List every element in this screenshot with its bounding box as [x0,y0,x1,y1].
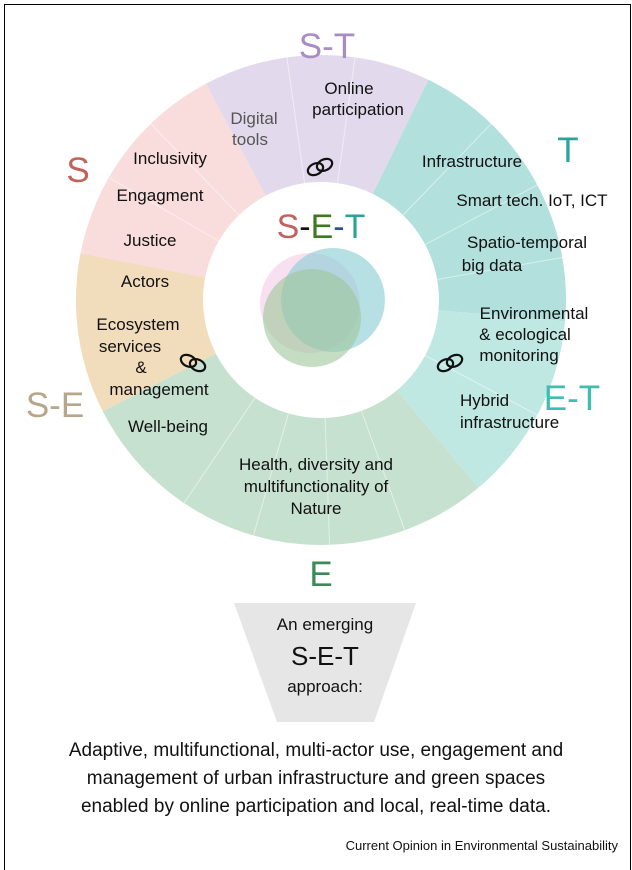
link-icon [179,353,207,373]
item-smart-tech: Smart tech. IoT, ICT [456,191,607,210]
item-spatio-temporal-line1: Spatio-temporal [467,233,587,252]
sector-label-socio-tech: S-T [299,27,355,66]
summary-line: management of urban infrastructure and g… [86,768,546,789]
item-hybrid-line2: infrastructure [460,413,559,432]
sector-divider-line [286,57,306,184]
item-ecosystem-line3: & [135,358,147,377]
funnel-line2: S-E-T [291,641,359,671]
sector-divider-line [402,123,492,216]
sector-divider-line [108,177,220,242]
sector-social [80,83,266,278]
item-digital-tools-line2: tools [232,130,268,149]
item-online-participation-line2: participation [312,100,404,119]
journal-credit: Current Opinion in Environmental Sustain… [345,838,618,853]
center-title-t: T [345,208,366,246]
item-nature-line3: Nature [290,499,341,518]
item-spatio-temporal-line2: big data [462,256,523,275]
item-environmental-line3: monitoring [479,346,558,365]
sector-eco [102,353,479,545]
sector-divider-line [183,397,256,504]
sector-divider-line [336,57,356,184]
center-title: S-E-T [277,208,366,246]
sector-label-eco-tech: E-T [544,379,600,418]
sector-tech [372,79,566,322]
item-well-being: Well-being [128,417,208,436]
sector-eco-tech [396,310,566,488]
sector-divider-line [360,410,406,531]
center-title-s: S [277,208,300,246]
item-nature-line1: Health, diversity and [239,455,393,474]
item-ecosystem-line1: Ecosystem [96,315,179,334]
sector-label-tech: T [557,131,578,170]
center-title-dash: - [299,208,310,246]
sector-divider-line [324,417,331,545]
item-inclusivity: Inclusivity [133,149,207,168]
item-online-participation-line1: Online [324,79,373,98]
summary-line: enabled by online participation and loca… [80,796,552,817]
sector-socio-eco [76,253,216,412]
item-environmental-line1: Environmental [480,304,589,323]
sector-divider-lines [108,57,563,545]
funnel-line1: An emerging [277,615,373,634]
summary-line: Adaptive, multifunctional, multi-actor u… [68,740,564,761]
sector-divider-line [424,184,538,246]
link-icon [436,353,464,373]
funnel-line3: approach: [287,677,363,696]
item-infrastructure: Infrastructure [422,152,522,171]
item-ecosystem-line2: services [99,337,161,356]
summary-text: Adaptive, multifunctional, multi-actor u… [20,737,612,821]
sector-label-social: S [66,151,89,190]
item-engagment: Engagment [117,186,204,205]
item-nature-line2: multifunctionality of [244,477,389,496]
figure-frame [4,4,631,870]
sector-divider-line [150,123,240,216]
item-hybrid-line1: Hybrid [460,391,509,410]
venn-eco-circle [263,269,361,367]
link-icon [306,157,334,177]
item-actors: Actors [121,272,169,291]
sector-label-eco: E [309,555,332,594]
center-title-dash: - [333,208,344,246]
sector-divider-line [437,256,563,281]
sector-label-socio-eco: S-E [26,386,84,425]
item-digital-tools-line1: Digital [230,109,277,128]
item-ecosystem-line4: management [109,380,209,399]
item-environmental-line2: & ecological [479,325,571,344]
item-justice: Justice [124,231,177,250]
sector-divider-line [424,354,538,416]
center-title-e: E [311,208,334,246]
sector-socio-tech [205,54,429,196]
sector-divider-line [252,413,289,536]
funnel-shape [234,603,416,722]
